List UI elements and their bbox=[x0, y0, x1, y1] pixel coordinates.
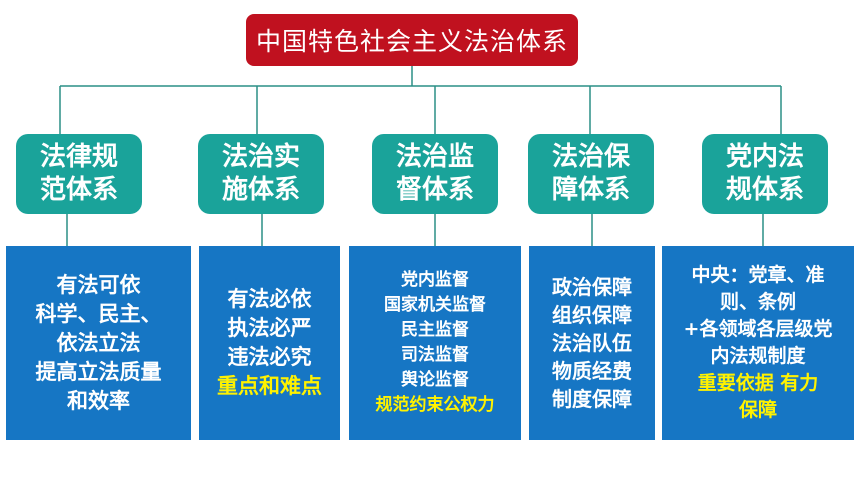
detail-line: 提高立法质量 bbox=[35, 359, 162, 384]
detail-line: +各领域各层级党 bbox=[683, 318, 833, 340]
detail-line: 组织保障 bbox=[552, 303, 632, 327]
detail-line: 依法立法 bbox=[56, 330, 141, 355]
detail-line: 国家机关监督 bbox=[384, 295, 486, 315]
detail-line: 舆论监督 bbox=[401, 370, 469, 390]
category-name-line2: 施体系 bbox=[221, 175, 300, 205]
detail-line: 有法必依 bbox=[227, 287, 312, 311]
category-implementation-details: 有法必依 执法必严 违法必究 重点和难点 bbox=[199, 246, 340, 440]
category-name-line1: 法治监 bbox=[395, 142, 474, 172]
detail-line: 法治队伍 bbox=[552, 331, 632, 355]
category-supervision-node: 法治监 督体系 bbox=[372, 134, 498, 214]
detail-line: 制度保障 bbox=[552, 387, 632, 411]
category-name-line2: 范体系 bbox=[39, 175, 118, 205]
category-implementation-node: 法治实 施体系 bbox=[198, 134, 324, 214]
detail-line: 违法必究 bbox=[227, 345, 312, 369]
detail-line: 司法监督 bbox=[401, 345, 469, 365]
category-name-line2: 规体系 bbox=[725, 175, 804, 205]
detail-line: 物质经费 bbox=[552, 359, 632, 383]
category-party-regulations-node: 党内法 规体系 bbox=[702, 134, 828, 214]
detail-line: 政治保障 bbox=[552, 275, 632, 299]
category-guarantee-node: 法治保 障体系 bbox=[528, 134, 654, 214]
detail-line: 有法可依 bbox=[56, 272, 141, 297]
detail-line: 中央：党章、准 bbox=[691, 264, 825, 286]
category-name-line1: 法治实 bbox=[221, 142, 300, 172]
highlight-line: 重点和难点 bbox=[217, 374, 322, 398]
category-legislation-node: 法律规 范体系 bbox=[16, 134, 142, 214]
category-name-line1: 法治保 bbox=[551, 142, 630, 172]
detail-line: 则、条例 bbox=[719, 291, 796, 313]
detail-line: 内法规制度 bbox=[710, 345, 806, 367]
category-legislation-details: 有法可依 科学、民主、 依法立法 提高立法质量 和效率 bbox=[6, 246, 191, 440]
detail-line: 科学、民主、 bbox=[35, 301, 162, 326]
detail-line: 和效率 bbox=[67, 388, 130, 413]
category-guarantee-details: 政治保障 组织保障 法治队伍 物质经费 制度保障 bbox=[529, 246, 655, 440]
root-title: 中国特色社会主义法治体系 bbox=[246, 14, 578, 66]
detail-line: 民主监督 bbox=[401, 320, 469, 340]
highlight-line: 重要依据 有力 bbox=[697, 372, 819, 394]
detail-line: 执法必严 bbox=[227, 316, 312, 340]
category-supervision-details: 党内监督 国家机关监督 民主监督 司法监督 舆论监督 规范约束公权力 bbox=[349, 246, 521, 440]
highlight-line: 保障 bbox=[738, 399, 777, 421]
highlight-line: 规范约束公权力 bbox=[375, 395, 495, 415]
detail-line: 党内监督 bbox=[401, 270, 469, 290]
category-name-line1: 法律规 bbox=[39, 142, 118, 172]
category-name-line2: 障体系 bbox=[551, 175, 630, 205]
category-name-line1: 党内法 bbox=[725, 142, 804, 172]
category-name-line2: 督体系 bbox=[395, 175, 474, 205]
category-party-regulations-details: 中央：党章、准 则、条例 +各领域各层级党 内法规制度 重要依据 有力 保障 bbox=[662, 246, 854, 440]
